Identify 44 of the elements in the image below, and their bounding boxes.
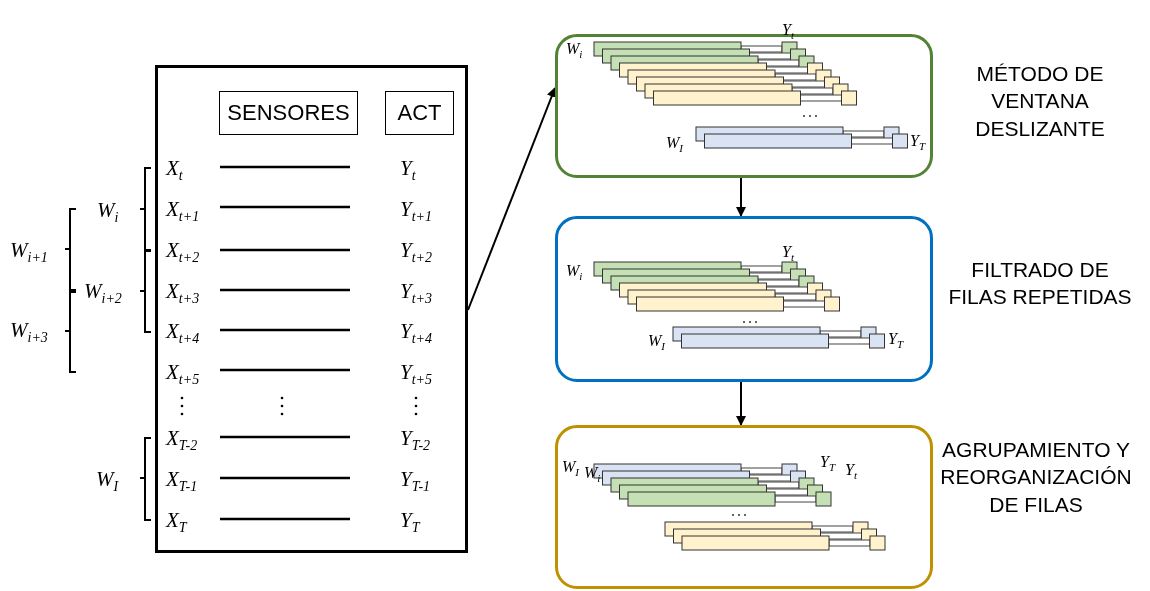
- math-label: Y$_{t+2}$: [400, 240, 433, 266]
- math-label: W$_{i}$: [566, 41, 583, 61]
- math-label: X$_{t+2}$: [166, 240, 200, 266]
- math-label: Y$_{t}$: [782, 22, 794, 42]
- arrow: [467, 87, 557, 311]
- math-label: Y$_{t}$: [400, 158, 416, 184]
- math-label: Y$_{t+1}$: [400, 199, 433, 225]
- math-label: Y$_{T-2}$: [400, 428, 431, 454]
- math-label: X$_{T-1}$: [166, 469, 198, 495]
- math-label: Y$_{T}$: [888, 331, 904, 351]
- math-label: X$_{t+5}$: [166, 362, 200, 388]
- math-label: W$_{I}$: [562, 459, 579, 479]
- math-label: W$_{i}$: [566, 263, 583, 283]
- math-label: Y$_{t}$: [845, 462, 857, 482]
- math-label: X$_{T}$: [166, 510, 187, 536]
- math-label: X$_{t}$: [166, 158, 183, 184]
- math-label: Y$_{T}$: [910, 133, 926, 153]
- math-label: W$_{I}$: [96, 469, 119, 495]
- math-label: W$_{i}$: [584, 465, 601, 485]
- step-heading: AGRUPAMIENTO Y REORGANIZACIÓN DE FILAS: [939, 437, 1133, 518]
- math-label: X$_{t+1}$: [166, 199, 200, 225]
- arrow: [736, 177, 746, 217]
- math-label: W$_{I}$: [666, 135, 683, 155]
- math-label: Y$_{T-1}$: [400, 469, 431, 495]
- math-label: X$_{t+4}$: [166, 321, 200, 347]
- step-heading: FILTRADO DE FILAS REPETIDAS: [947, 257, 1133, 311]
- math-label: Y$_{t}$: [782, 244, 794, 264]
- math-label: Y$_{t+3}$: [400, 281, 433, 307]
- math-label: Y$_{t+4}$: [400, 321, 433, 347]
- math-label: X$_{t+3}$: [166, 281, 200, 307]
- math-label: W$_{i+1}$: [10, 240, 48, 266]
- math-label: Y$_{T}$: [400, 510, 420, 536]
- step-heading: MÉTODO DE VENTANA DESLIZANTE: [974, 61, 1106, 142]
- column-header: ACT: [385, 91, 454, 135]
- arrow: [736, 381, 746, 426]
- math-label: W$_{i}$: [97, 200, 119, 226]
- data-table-frame: [155, 65, 468, 553]
- column-header: SENSORES: [219, 91, 358, 135]
- math-label: Y$_{T}$: [820, 454, 836, 474]
- math-label: W$_{i+3}$: [10, 320, 48, 346]
- math-label: X$_{T-2}$: [166, 428, 198, 454]
- math-label: Y$_{t+5}$: [400, 362, 433, 388]
- math-label: W$_{i+2}$: [84, 281, 122, 307]
- math-label: W$_{I}$: [648, 333, 665, 353]
